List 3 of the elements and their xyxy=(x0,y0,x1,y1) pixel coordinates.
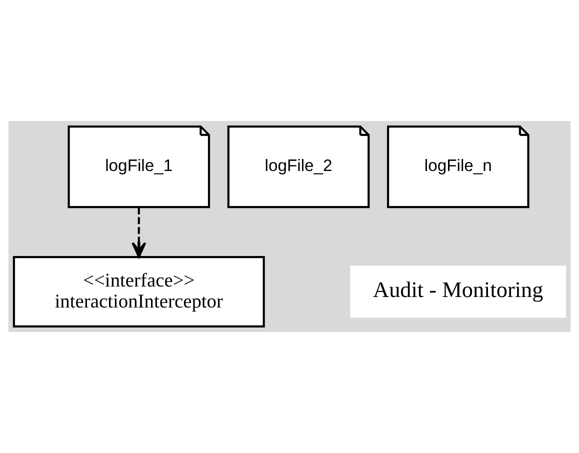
label: Audit - Monitoring xyxy=(373,277,544,302)
arrow xyxy=(132,208,146,258)
node-box: <<interface>> interactionInterceptor xyxy=(12,256,265,328)
